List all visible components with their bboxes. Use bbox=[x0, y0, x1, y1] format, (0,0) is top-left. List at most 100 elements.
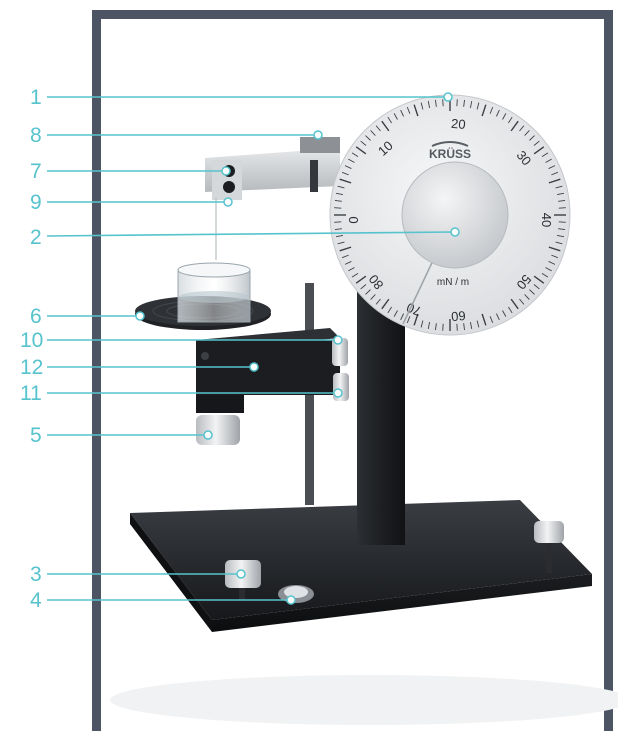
callout-number-7: 7 bbox=[30, 160, 42, 183]
dial-tick bbox=[548, 246, 561, 252]
dial-tick bbox=[427, 100, 431, 109]
torsion-arm bbox=[205, 137, 340, 200]
dial-tick bbox=[337, 241, 345, 245]
dial-tick bbox=[496, 313, 500, 321]
dial-tick bbox=[489, 106, 494, 114]
dial-tick bbox=[355, 146, 367, 155]
dial-tick bbox=[555, 185, 563, 189]
dial-tick bbox=[360, 284, 367, 290]
leader-dot-12 bbox=[249, 362, 259, 372]
dial-tick bbox=[545, 267, 552, 272]
dial-tick bbox=[558, 228, 566, 230]
dial-tick bbox=[548, 261, 556, 265]
leader-dot-9 bbox=[223, 197, 233, 207]
callout-number-9: 9 bbox=[30, 191, 42, 214]
callout-number-10: 10 bbox=[20, 329, 44, 352]
knob-10 bbox=[332, 338, 348, 366]
leader-dot-10 bbox=[333, 335, 343, 345]
dial-tick bbox=[489, 316, 494, 324]
dial-tick bbox=[435, 99, 437, 107]
dial-label-60: 60 bbox=[451, 308, 467, 324]
dial-tick bbox=[502, 310, 507, 317]
dial-tick bbox=[548, 165, 556, 169]
dial-tick bbox=[393, 113, 398, 120]
glass-beaker bbox=[177, 262, 251, 323]
dial-tick bbox=[381, 298, 390, 310]
callout-number-6: 6 bbox=[30, 305, 42, 328]
dial-label-70: 70 bbox=[404, 300, 423, 319]
dial-tick bbox=[387, 116, 392, 124]
dial-tick bbox=[393, 310, 398, 317]
dial-tick bbox=[481, 104, 487, 117]
dial-tick bbox=[375, 298, 381, 305]
dial-tick bbox=[387, 306, 392, 314]
dial-tick bbox=[334, 228, 342, 230]
leader-line-2 bbox=[46, 231, 456, 237]
dial-tick bbox=[533, 146, 545, 155]
dial-tick bbox=[519, 298, 525, 305]
callout-leader-lines bbox=[46, 92, 460, 605]
dial-tick bbox=[344, 261, 352, 265]
dial-tick bbox=[476, 320, 480, 328]
knob-5 bbox=[196, 415, 240, 445]
dial-tick bbox=[365, 289, 371, 295]
dial-tick bbox=[502, 113, 507, 120]
callout-number-1: 1 bbox=[30, 86, 42, 109]
dial-label-20: 20 bbox=[451, 116, 467, 132]
dial-tick bbox=[355, 275, 367, 284]
dial-tick bbox=[400, 109, 404, 117]
dial-tick bbox=[556, 234, 565, 238]
dial-tick bbox=[406, 316, 411, 324]
dial-tick bbox=[496, 109, 500, 117]
dial-tick bbox=[351, 152, 359, 157]
dial-tick bbox=[335, 192, 344, 196]
dial-tick bbox=[413, 313, 419, 326]
dial-tick bbox=[481, 313, 487, 326]
dial-tick bbox=[558, 200, 566, 202]
dial-tick bbox=[348, 158, 355, 163]
dial-label-40: 40 bbox=[539, 213, 554, 227]
dial-tick bbox=[548, 178, 561, 184]
callout-number-5: 5 bbox=[30, 424, 42, 447]
dial-tick bbox=[341, 254, 349, 259]
dial-tick bbox=[510, 120, 519, 132]
leader-dot-4 bbox=[286, 595, 296, 605]
callout-number-4: 4 bbox=[30, 589, 42, 612]
dial-tick bbox=[508, 306, 513, 314]
dial-tick bbox=[524, 130, 530, 136]
dial-tick bbox=[427, 321, 431, 330]
dial-label-0: 0 bbox=[346, 216, 361, 223]
leveling-foot bbox=[534, 521, 564, 573]
dial-tick bbox=[556, 192, 565, 196]
dial-tick bbox=[463, 323, 465, 331]
dial-tick bbox=[533, 284, 540, 290]
dial-tick bbox=[335, 234, 344, 238]
leader-dot-2 bbox=[450, 227, 460, 237]
dial-tick bbox=[529, 289, 535, 295]
callout-number-8: 8 bbox=[30, 124, 42, 147]
leader-dot-8 bbox=[313, 130, 323, 140]
dial-tick bbox=[551, 254, 559, 259]
leader-dot-3 bbox=[236, 569, 246, 579]
dial-tick bbox=[524, 294, 530, 300]
dial-tick bbox=[541, 152, 549, 157]
dial-ticks bbox=[334, 99, 566, 331]
dial-tick bbox=[351, 273, 359, 278]
dial-tick bbox=[435, 323, 437, 331]
dial-tick bbox=[365, 135, 371, 141]
callout-number-11: 11 bbox=[20, 382, 42, 405]
dial-tick bbox=[555, 241, 563, 245]
dial-tick bbox=[370, 130, 376, 136]
dial-tick bbox=[375, 125, 381, 132]
leader-dot-5 bbox=[203, 430, 213, 440]
dial-tick bbox=[339, 246, 352, 252]
callout-number-3: 3 bbox=[30, 563, 42, 586]
dial-tick bbox=[533, 275, 545, 284]
dial-tick bbox=[413, 104, 419, 117]
dial-tick bbox=[381, 120, 390, 132]
dial-tick bbox=[463, 99, 465, 107]
dial-tick bbox=[370, 294, 376, 300]
dial-tick bbox=[406, 106, 411, 114]
